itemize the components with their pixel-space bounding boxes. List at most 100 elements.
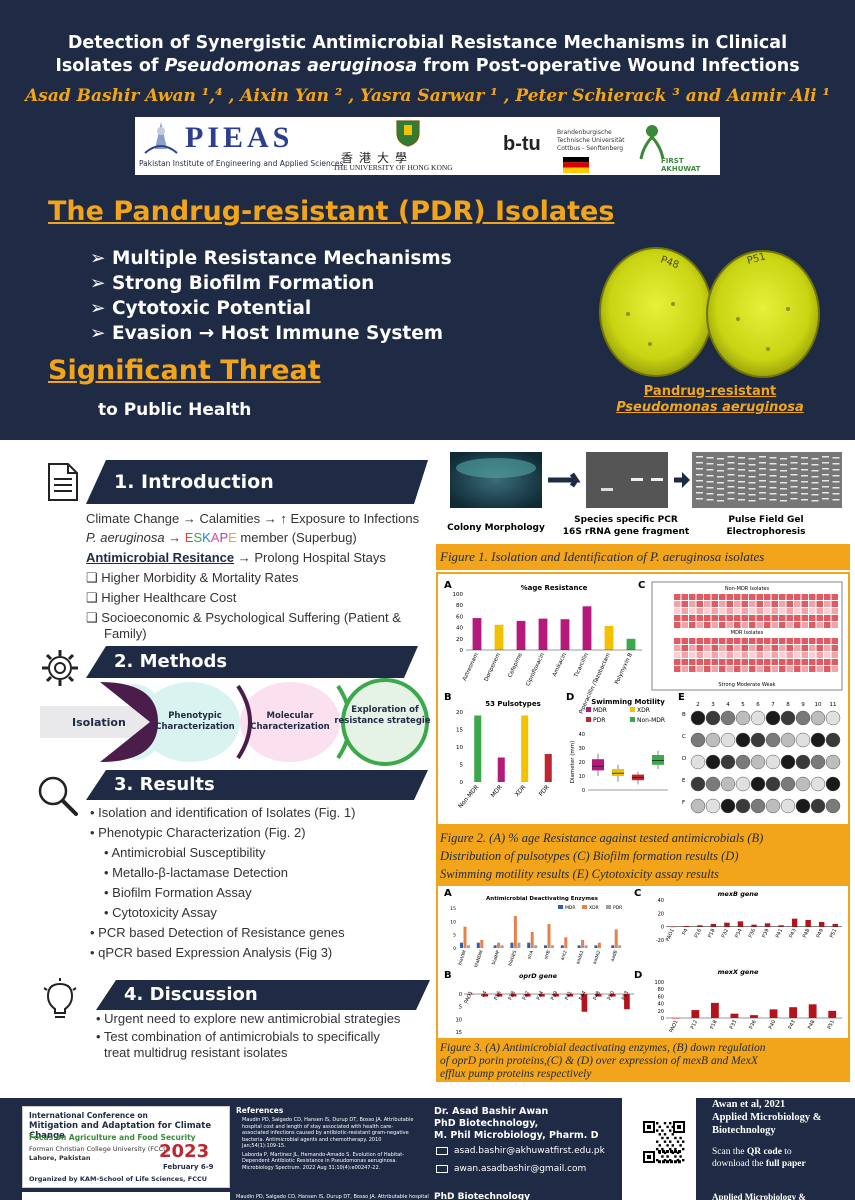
category-label: P51	[827, 1019, 836, 1030]
bar	[805, 920, 811, 927]
heatmap-cell	[704, 608, 711, 614]
tick-label: -20	[656, 938, 664, 944]
gel-band	[790, 486, 798, 488]
bar	[597, 942, 601, 948]
gel-band	[822, 480, 829, 482]
heatmap-cell	[726, 622, 733, 628]
btu-name: Brandenburgische Technische Universität …	[557, 129, 625, 152]
tick-label: 0	[459, 992, 462, 998]
bar	[604, 625, 614, 650]
well	[765, 776, 781, 792]
category-label: P18	[707, 928, 716, 939]
email-link[interactable]: awan.asadbashir@gmail.com	[454, 1164, 587, 1174]
intro-line-1: Climate Change → Calamities → ↑ Exposure…	[86, 511, 420, 526]
heatmap-cell	[674, 622, 681, 628]
panel-letter: A	[444, 888, 452, 899]
heatmap-cell	[831, 615, 838, 621]
heatmap-cell	[779, 638, 786, 644]
heatmap-cell	[711, 594, 718, 600]
heatmap-cell	[771, 601, 778, 607]
heatmap-cell	[741, 615, 748, 621]
magnifier-icon	[38, 776, 78, 816]
well-col-label: 7	[771, 702, 775, 708]
heatmap-cell	[689, 608, 696, 614]
arrow-right-icon	[682, 472, 690, 488]
bar	[697, 925, 703, 927]
gel-band	[769, 469, 777, 471]
contact-degree: PhD Biotechnology,	[434, 1118, 539, 1129]
heatmap-cell	[764, 638, 771, 644]
category-label: blaVIM	[457, 950, 468, 966]
amr-link[interactable]: Antimicrobial Resitance	[86, 550, 235, 565]
heatmap-cell	[674, 659, 681, 665]
well	[795, 798, 811, 814]
agar-plate-right	[706, 250, 820, 378]
category-label: P4	[480, 990, 488, 998]
eskape-acronym: ESKAPE	[185, 530, 237, 545]
panel-letter: D	[634, 970, 642, 981]
heatmap-cell	[764, 601, 771, 607]
legend-swatch	[558, 905, 563, 909]
gel-band	[696, 486, 703, 488]
tick-label: 0	[661, 1016, 664, 1022]
tick-label: 10	[456, 1017, 462, 1023]
eskape-letter: P	[219, 530, 229, 545]
heatmap-cell	[696, 659, 703, 665]
bar	[547, 924, 551, 948]
gel-band	[706, 469, 714, 471]
legend-swatch	[586, 717, 591, 722]
heatmap-cell	[831, 659, 838, 665]
heatmap-cell	[779, 608, 786, 614]
introduction-heading: 1. Introduction	[86, 460, 428, 504]
email-link[interactable]: asad.bashir@akhuwatfirst.edu.pk	[454, 1146, 605, 1156]
heatmap-cell	[809, 638, 816, 644]
category-label: ant2	[560, 950, 569, 962]
category-label: blaIMP	[491, 949, 502, 965]
category-label: P48	[802, 928, 811, 939]
category-label: P39	[761, 928, 770, 939]
gel-band	[811, 494, 819, 496]
panel-letter: D	[566, 692, 574, 703]
heatmap-cell	[704, 615, 711, 621]
bar	[618, 945, 622, 948]
discussion-item: • Test combination of antimicrobials to …	[96, 1029, 380, 1044]
heatmap-cell	[734, 652, 741, 658]
heatmap-cell	[809, 652, 816, 658]
plate-caption-line2: Pseudomonas aeruginosa	[616, 400, 804, 415]
german-flag-icon	[563, 157, 589, 173]
heatmap-cell	[816, 601, 823, 607]
gel-band	[811, 470, 819, 472]
heatmap-cell	[734, 659, 741, 665]
heatmap-cell	[779, 666, 786, 672]
check-item-continuation: Family)	[104, 626, 147, 641]
gel-band	[769, 493, 777, 495]
plate-caption-line1: Pandrug-resistant	[643, 384, 777, 399]
category-label: P40	[768, 1019, 777, 1030]
category-label: P41	[564, 990, 573, 1001]
panel-letter: E	[678, 692, 685, 703]
tick-label: 0	[661, 925, 664, 931]
category-label: P43	[788, 928, 797, 939]
qr-code-icon[interactable]	[642, 1120, 686, 1164]
category-label: P43	[787, 1019, 796, 1030]
heatmap-cell	[719, 659, 726, 665]
heatmap-cell	[816, 622, 823, 628]
heatmap-cell	[696, 601, 703, 607]
heatmap-cell	[756, 638, 763, 644]
legend-label: MDR	[593, 707, 607, 714]
conference-year: 2023	[159, 1141, 210, 1162]
gel-band	[759, 498, 766, 500]
category-label: PAO1	[463, 990, 474, 1004]
legend-swatch	[582, 905, 587, 909]
hku-english-name: THE UNIVERSITY OF HONG KONG	[333, 163, 453, 172]
heatmap-cell	[801, 622, 808, 628]
heatmap-cell	[756, 615, 763, 621]
bar	[460, 942, 463, 948]
bar	[472, 618, 482, 650]
well	[810, 776, 826, 792]
bar	[691, 1010, 700, 1018]
bar	[828, 1010, 837, 1018]
well	[810, 754, 826, 770]
heatmap-cell	[674, 666, 681, 672]
heatmap-cell	[749, 659, 756, 665]
